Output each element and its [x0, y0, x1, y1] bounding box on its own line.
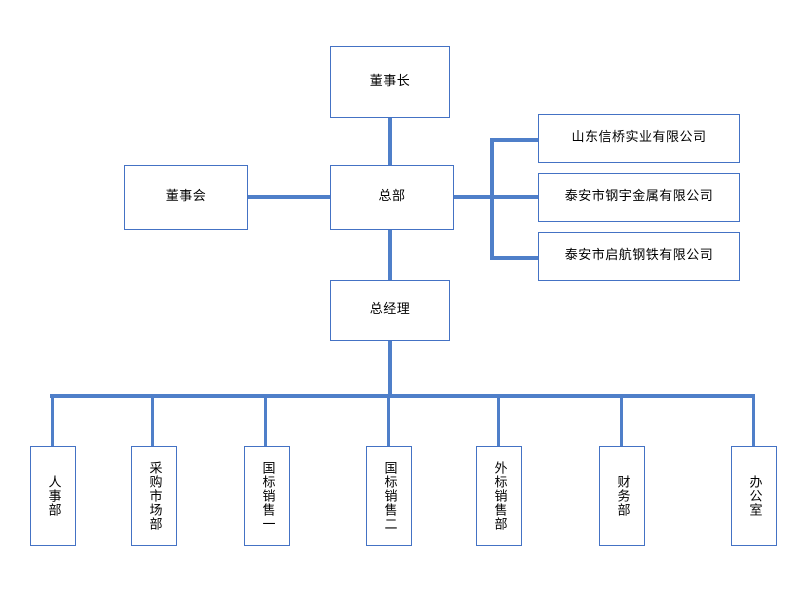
- connector-headquarters-to-subsidiary-trunk: [453, 195, 539, 199]
- node-headquarters[interactable]: 总部: [330, 165, 454, 230]
- connector-subsidiary-trunk: [490, 138, 494, 260]
- node-general-manager[interactable]: 总经理: [330, 280, 450, 341]
- connector-headquarters-to-general-manager: [388, 228, 392, 280]
- node-subsidiary-1[interactable]: 山东信桥实业有限公司: [538, 114, 740, 163]
- connector-department-drop-3: [264, 394, 267, 446]
- node-department-gb-sales-2-label: 国标销售二: [381, 461, 397, 531]
- connector-chairman-to-headquarters: [388, 118, 392, 166]
- connector-department-drop-4: [387, 394, 390, 446]
- node-department-procurement-marketing-label: 采购市场部: [146, 461, 162, 531]
- connector-department-drop-1: [51, 394, 54, 446]
- node-department-office[interactable]: 办公室: [731, 446, 777, 546]
- node-chairman[interactable]: 董事长: [330, 46, 450, 118]
- node-board-of-directors-label: 董事会: [165, 189, 207, 205]
- node-board-of-directors[interactable]: 董事会: [124, 165, 248, 230]
- connector-subsidiary-branch-1: [490, 138, 539, 142]
- node-department-export-sales-label: 外标销售部: [491, 461, 507, 531]
- connector-department-drop-2: [151, 394, 154, 446]
- connector-department-drop-7: [752, 394, 755, 446]
- node-department-hr-label: 人事部: [45, 475, 61, 517]
- node-general-manager-label: 总经理: [369, 302, 411, 318]
- node-department-gb-sales-1[interactable]: 国标销售一: [244, 446, 290, 546]
- node-department-office-label: 办公室: [746, 475, 762, 517]
- connector-department-drop-6: [620, 394, 623, 446]
- node-department-gb-sales-2[interactable]: 国标销售二: [366, 446, 412, 546]
- connector-board-to-headquarters: [248, 195, 332, 199]
- node-subsidiary-1-label: 山东信桥实业有限公司: [571, 130, 707, 146]
- node-chairman-label: 董事长: [369, 73, 411, 89]
- node-subsidiary-3[interactable]: 泰安市启航钢铁有限公司: [538, 232, 740, 281]
- node-department-hr[interactable]: 人事部: [30, 446, 76, 546]
- node-headquarters-label: 总部: [378, 189, 406, 205]
- node-department-gb-sales-1-label: 国标销售一: [259, 461, 275, 531]
- node-subsidiary-2-label: 泰安市钢宇金属有限公司: [564, 189, 714, 205]
- node-department-export-sales[interactable]: 外标销售部: [476, 446, 522, 546]
- node-department-finance[interactable]: 财务部: [599, 446, 645, 546]
- node-subsidiary-3-label: 泰安市启航钢铁有限公司: [564, 248, 714, 264]
- connector-department-bus: [50, 394, 755, 398]
- node-department-procurement-marketing[interactable]: 采购市场部: [131, 446, 177, 546]
- node-department-finance-label: 财务部: [614, 475, 630, 517]
- connector-general-manager-to-bus: [388, 340, 392, 397]
- connector-subsidiary-branch-3: [490, 256, 539, 260]
- connector-department-drop-5: [497, 394, 500, 446]
- node-subsidiary-2[interactable]: 泰安市钢宇金属有限公司: [538, 173, 740, 222]
